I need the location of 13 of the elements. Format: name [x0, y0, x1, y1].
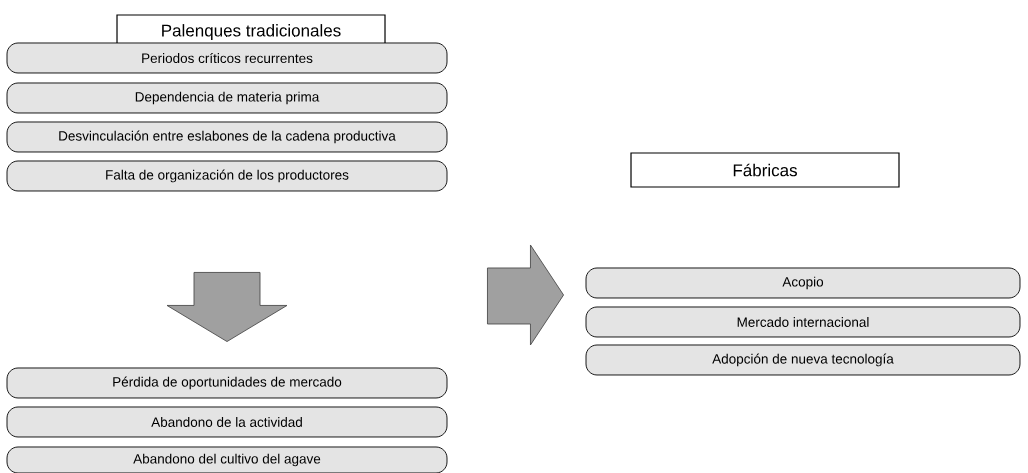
block-arrow	[166, 272, 288, 342]
rounded-box: Dependencia de materia prima	[6, 82, 448, 114]
rounded-box: Mercado internacional	[585, 306, 1021, 338]
rounded-box: Abandono de la actividad	[6, 406, 448, 438]
title-box: Fábricas	[630, 152, 900, 188]
rounded-box: Pérdida de oportunidades de mercado	[6, 367, 448, 399]
rounded-box: Desvinculación entre eslabones de la cadena productiva	[6, 121, 448, 153]
rounded-box: Acopio	[585, 267, 1021, 299]
rounded-box: Adopción de nueva tecnología	[585, 344, 1021, 376]
rounded-box: Periodos críticos recurrentes	[6, 42, 448, 74]
rounded-box: Falta de organización de los productores	[6, 160, 448, 192]
rounded-box: Abandono del cultivo del agave	[6, 446, 448, 473]
block-arrow	[487, 244, 564, 346]
